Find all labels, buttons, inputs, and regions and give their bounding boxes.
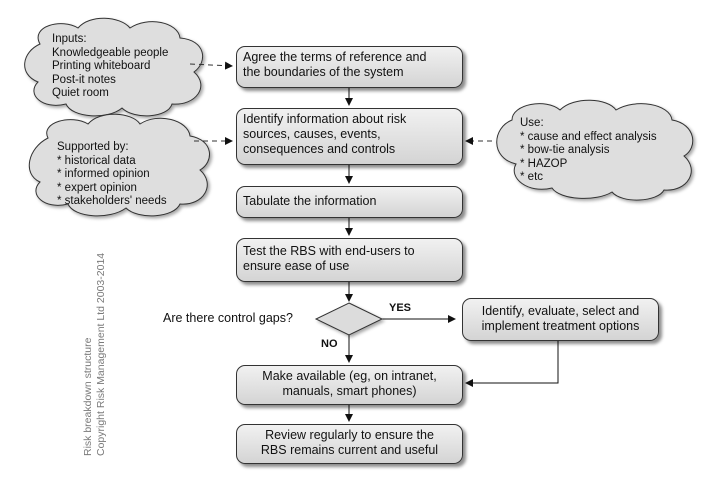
use-line: Use: xyxy=(520,117,544,129)
use-line: * bow-tie analysis xyxy=(520,144,610,156)
review-regularly-box: Review regularly to ensure the RBS remai… xyxy=(236,424,463,464)
treatment-line: Identify, evaluate, select and xyxy=(481,304,640,318)
make-available-box: Make available (eg, on intranet, manuals… xyxy=(236,365,463,405)
inputs-line: Printing whiteboard xyxy=(52,60,151,72)
use-line: * etc xyxy=(520,171,544,183)
available-line: Make available (eg, on intranet, xyxy=(262,369,437,383)
agree-line: the boundaries of the system xyxy=(243,65,404,79)
identify-line: consequences and controls xyxy=(243,142,396,156)
supported-cloud xyxy=(28,113,210,217)
decision-diamond xyxy=(314,302,384,336)
tabulate-line: Tabulate the information xyxy=(243,194,377,208)
supported-line: * informed opinion xyxy=(57,168,150,180)
supported-line: * expert opinion xyxy=(57,181,137,194)
tabulate-box: Tabulate the information xyxy=(236,186,463,218)
use-cloud xyxy=(496,99,694,201)
use-cloud-text: Use: * cause and effect analysis * bow-t… xyxy=(520,117,657,185)
identify-line: Identify information about risk xyxy=(243,112,407,126)
use-line: * HAZOP xyxy=(520,157,568,170)
side-note-copyright: Copyright Risk Management Ltd 2003-2014 xyxy=(94,252,107,456)
treatment-options-box: Identify, evaluate, select and implement… xyxy=(462,298,659,341)
agree-terms-box: Agree the terms of reference and the bou… xyxy=(236,46,463,88)
test-line: ensure ease of use xyxy=(243,259,350,273)
inputs-cloud xyxy=(24,17,203,117)
treatment-line: implement treatment options xyxy=(481,319,640,333)
decision-question: Are there control gaps? xyxy=(163,311,293,325)
inputs-line: Quiet room xyxy=(52,87,109,99)
identify-information-box: Identify information about risk sources,… xyxy=(236,108,463,165)
side-note-title: Risk breakdown structure xyxy=(82,337,94,456)
use-line: * cause and effect analysis xyxy=(520,130,657,143)
copyright-side-note: Risk breakdown structure Copyright Risk … xyxy=(82,253,107,456)
available-line: manuals, smart phones) xyxy=(282,384,417,398)
inputs-cloud-text: Inputs: Knowledgeable people Printing wh… xyxy=(52,33,168,101)
supported-line: Supported by: xyxy=(57,141,129,153)
no-label: NO xyxy=(321,338,338,350)
test-line: Test the RBS with end-users to xyxy=(243,244,415,258)
identify-line: sources, causes, events, xyxy=(243,127,381,141)
supported-cloud-text: Supported by: * historical data * inform… xyxy=(57,141,167,209)
arrow-treatment-available xyxy=(465,341,559,387)
review-line: RBS remains current and useful xyxy=(260,443,439,457)
test-rbs-box: Test the RBS with end-users to ensure ea… xyxy=(236,238,463,282)
inputs-line: Inputs: xyxy=(52,33,87,45)
inputs-line: Post-it notes xyxy=(52,73,116,86)
supported-line: * stakeholders' needs xyxy=(57,195,167,207)
inputs-connector xyxy=(189,61,233,70)
supported-line: * historical data xyxy=(57,154,136,167)
agree-line: Agree the terms of reference and xyxy=(243,50,427,64)
yes-label: YES xyxy=(389,302,412,314)
review-line: Review regularly to ensure the xyxy=(265,428,434,442)
inputs-line: Knowledgeable people xyxy=(52,46,169,59)
